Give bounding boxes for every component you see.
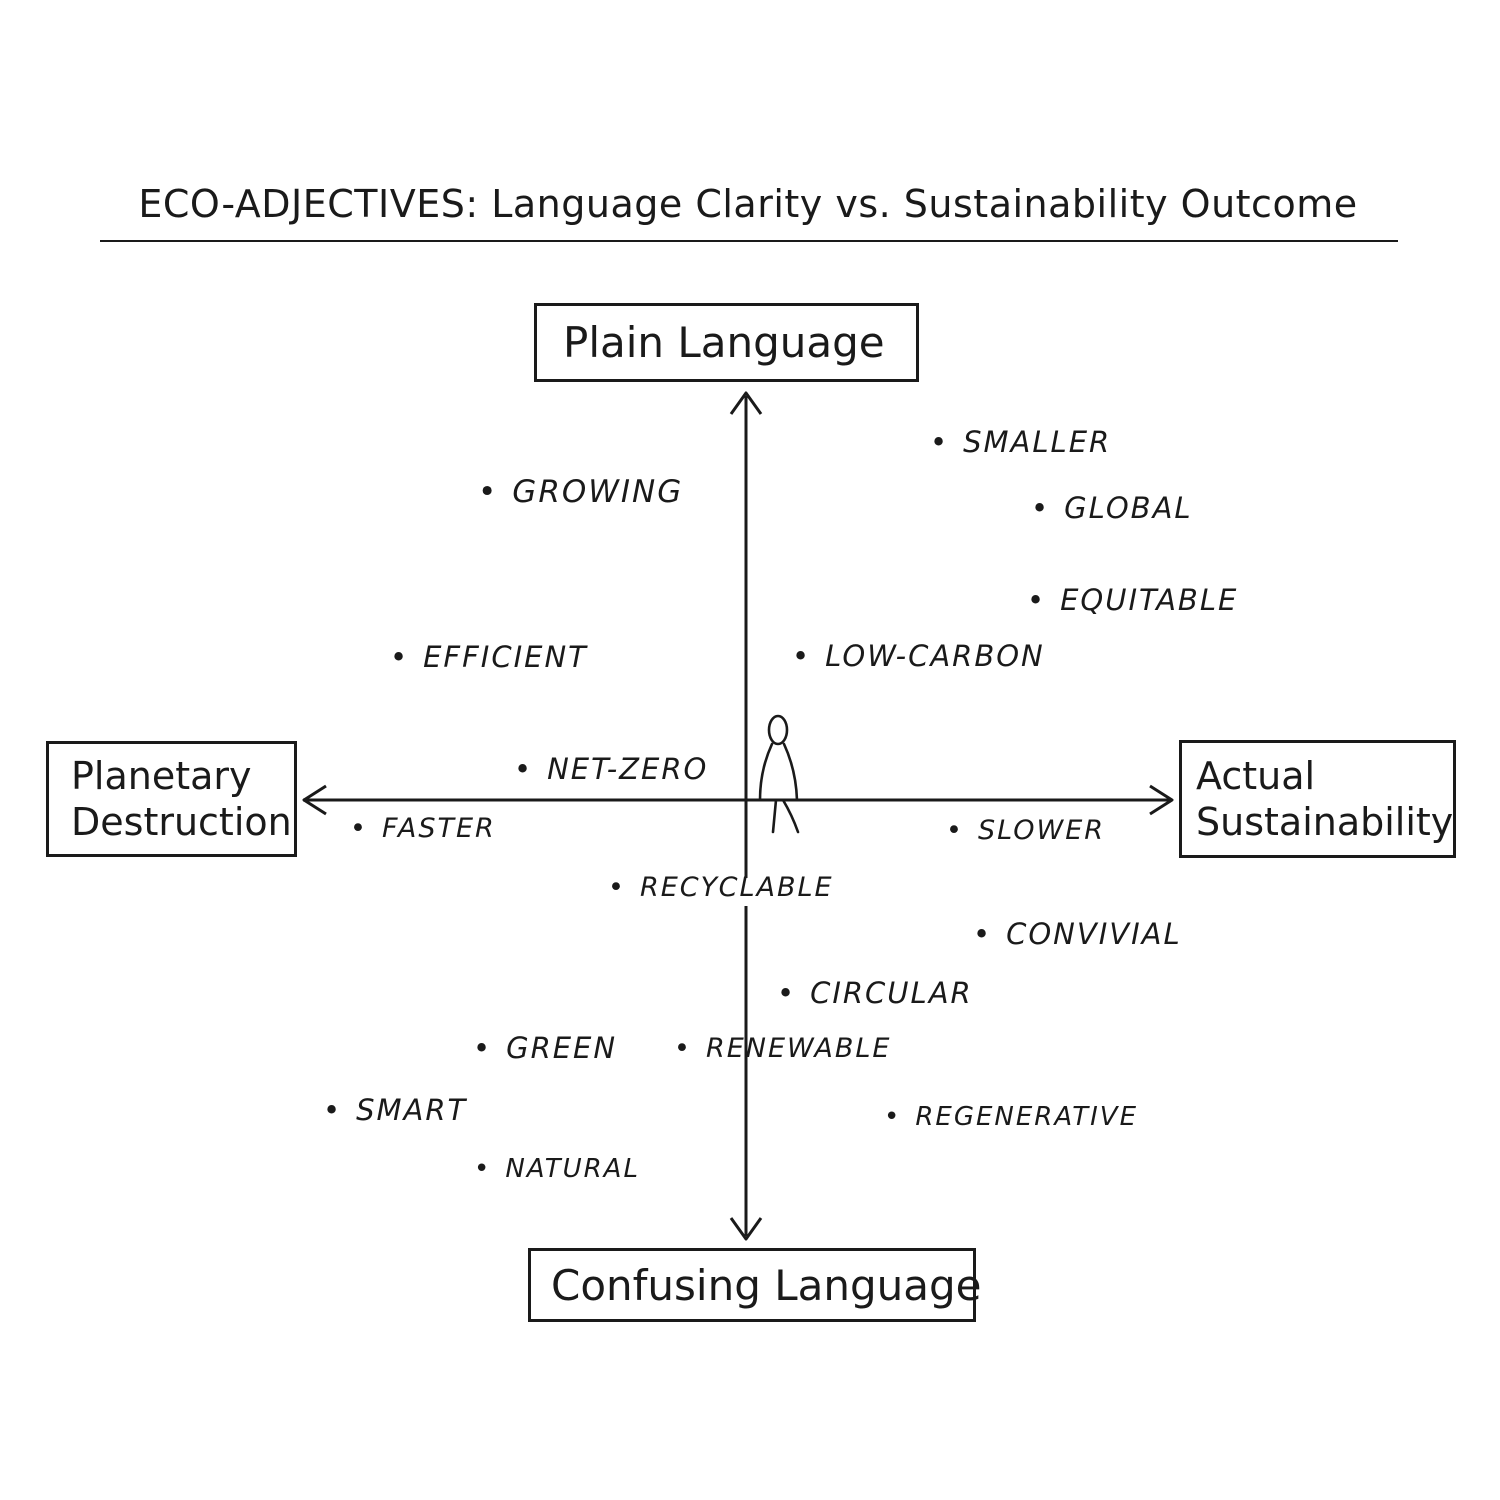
term-recyclable-text: RECYCLABLE bbox=[639, 872, 834, 903]
term-natural-text: NATURAL bbox=[505, 1154, 640, 1184]
term-net-zero: •NET-ZERO bbox=[514, 752, 709, 786]
term-slower: •SLOWER bbox=[946, 815, 1106, 846]
term-global: •GLOBAL bbox=[1031, 491, 1193, 525]
term-convivial: •CONVIVIAL bbox=[973, 917, 1182, 951]
axis-label-top-text: Plain Language bbox=[563, 318, 885, 367]
stick-figure-icon bbox=[758, 714, 800, 834]
term-convivial-text: CONVIVIAL bbox=[1006, 917, 1182, 951]
term-recyclable: •RECYCLABLE bbox=[608, 872, 834, 903]
term-smart: •SMART bbox=[323, 1093, 468, 1127]
term-smart-text: SMART bbox=[356, 1093, 468, 1127]
title-underline bbox=[100, 240, 1398, 242]
axis-label-right-line2: Sustainability bbox=[1196, 800, 1454, 844]
term-smaller-text: SMALLER bbox=[963, 425, 1112, 459]
arrowhead-right bbox=[1149, 784, 1174, 816]
term-low-carbon: •LOW-CARBON bbox=[792, 639, 1045, 673]
axis-label-plain-language: Plain Language bbox=[534, 303, 919, 382]
axis-label-left-line1: Planetary bbox=[71, 754, 252, 798]
axis-label-bottom-text: Confusing Language bbox=[551, 1260, 982, 1310]
arrowhead-up bbox=[729, 391, 763, 415]
term-low-carbon-text: LOW-CARBON bbox=[825, 639, 1045, 673]
term-green: •GREEN bbox=[473, 1031, 618, 1065]
term-efficient: •EFFICIENT bbox=[390, 640, 588, 674]
term-global-text: GLOBAL bbox=[1064, 491, 1193, 525]
term-equitable-text: EQUITABLE bbox=[1060, 583, 1239, 617]
axis-label-planetary-destruction: Planetary Destruction bbox=[46, 741, 297, 857]
term-efficient-text: EFFICIENT bbox=[423, 640, 588, 674]
arrowhead-left bbox=[302, 784, 327, 816]
term-natural: •NATURAL bbox=[474, 1154, 640, 1184]
term-slower-text: SLOWER bbox=[977, 815, 1106, 846]
axis-label-right-line1: Actual bbox=[1196, 754, 1316, 798]
term-regenerative-text: REGENERATIVE bbox=[915, 1102, 1139, 1132]
term-renewable: •RENEWABLE bbox=[674, 1033, 892, 1064]
term-faster: •FASTER bbox=[350, 813, 496, 844]
term-equitable: •EQUITABLE bbox=[1027, 583, 1239, 617]
axis-label-left-line2: Destruction bbox=[71, 800, 292, 844]
term-growing: •GROWING bbox=[478, 474, 684, 510]
term-growing-text: GROWING bbox=[512, 474, 684, 510]
term-faster-text: FASTER bbox=[381, 813, 496, 844]
diagram-title: ECO-ADJECTIVES: Language Clarity vs. Sus… bbox=[138, 182, 1358, 226]
term-smaller: •SMALLER bbox=[930, 425, 1112, 459]
arrowhead-down bbox=[729, 1217, 763, 1241]
term-net-zero-text: NET-ZERO bbox=[547, 752, 709, 786]
axis-label-confusing-language: Confusing Language bbox=[528, 1248, 982, 1322]
term-green-text: GREEN bbox=[506, 1031, 618, 1065]
term-regenerative: •REGENERATIVE bbox=[884, 1102, 1139, 1132]
term-renewable-text: RENEWABLE bbox=[705, 1033, 892, 1064]
term-circular: •CIRCULAR bbox=[777, 976, 973, 1010]
axis-label-actual-sustainability: Actual Sustainability bbox=[1179, 740, 1456, 858]
term-circular-text: CIRCULAR bbox=[810, 976, 973, 1010]
